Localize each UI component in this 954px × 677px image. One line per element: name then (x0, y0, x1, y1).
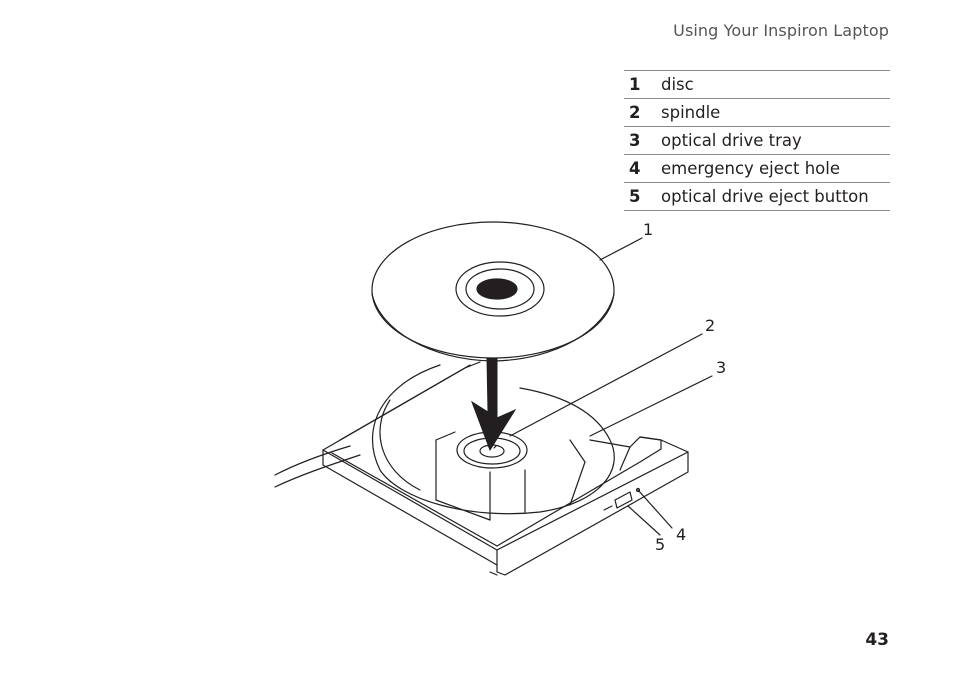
callout-number-5: 5 (655, 535, 666, 554)
laptop-edge-line (274, 445, 351, 476)
legend-label: optical drive tray (661, 131, 802, 150)
legend-row: 5 optical drive eject button (624, 182, 890, 211)
legend-label: optical drive eject button (661, 187, 869, 206)
callout-number-1: 1 (643, 220, 654, 239)
legend-number: 2 (629, 103, 641, 122)
disc (371, 221, 615, 362)
page-number: 43 (865, 630, 889, 650)
callout-number-2: 2 (705, 316, 716, 335)
callout-number-4: 4 (676, 525, 687, 544)
tray-disc (371, 364, 615, 521)
callout-leader-1 (599, 237, 643, 261)
legend-number: 3 (629, 131, 641, 150)
callout-legend-table: 1 disc 2 spindle 3 optical drive tray 4 … (624, 70, 890, 211)
legend-label: spindle (661, 103, 721, 122)
legend-number: 5 (629, 187, 641, 206)
legend-number: 4 (629, 159, 641, 178)
legend-row: 1 disc (624, 70, 890, 99)
legend-row: 2 spindle (624, 98, 890, 127)
legend-number: 1 (629, 75, 641, 94)
callout-leader-2 (509, 333, 703, 437)
callout-leader-5 (627, 505, 661, 536)
legend-row: 3 optical drive tray (624, 126, 890, 155)
laptop-edge-line (274, 454, 361, 488)
tray-led-icon (603, 505, 613, 511)
insert-arrow-icon (471, 357, 517, 452)
callout-leader-4 (637, 489, 673, 529)
optical-drive-tray (322, 361, 689, 576)
legend-label: emergency eject hole (661, 159, 840, 178)
running-header: Using Your Inspiron Laptop (673, 21, 889, 40)
callout-number-3: 3 (716, 358, 727, 377)
callout-leader-3 (589, 375, 713, 437)
legend-row: 4 emergency eject hole (624, 154, 890, 183)
legend-label: disc (661, 75, 694, 94)
eject-button-icon (614, 491, 633, 509)
emergency-eject-hole-icon (635, 487, 641, 493)
